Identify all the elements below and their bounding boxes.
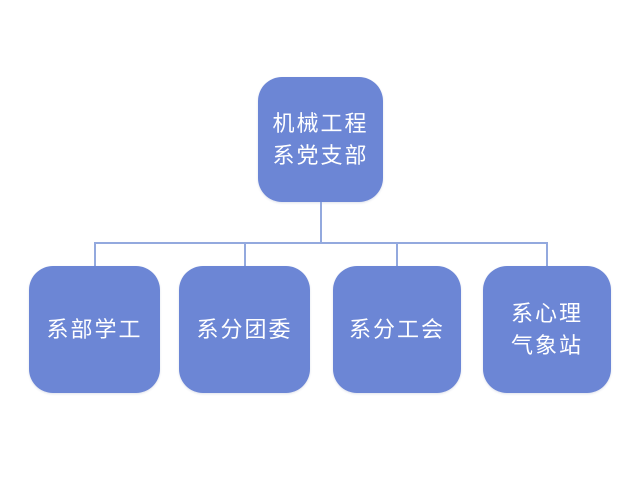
org-box-youth-league: 系分团委 — [179, 266, 310, 393]
connector-drop-child-3 — [546, 242, 548, 267]
connector-drop-child-0 — [94, 242, 96, 267]
connector-drop-child-1 — [244, 242, 246, 267]
org-box-labor-union-label: 系分工会 — [348, 316, 445, 342]
connector-rail — [94, 242, 548, 244]
org-box-student-affairs-label: 系部学工 — [46, 316, 143, 342]
org-box-youth-league-label: 系分团委 — [196, 316, 293, 342]
org-box-psych-weather-station: 系心理 气象站 — [483, 266, 611, 393]
org-box-student-affairs: 系部学工 — [29, 266, 160, 393]
org-box-root: 机械工程 系党支部 — [258, 77, 383, 202]
org-box-root-label: 机械工程 系党支部 — [272, 110, 369, 168]
org-box-labor-union: 系分工会 — [333, 266, 461, 393]
connector-drop-child-2 — [396, 242, 398, 267]
connector-stem — [320, 202, 322, 243]
org-box-psych-weather-station-label: 系心理 气象站 — [510, 300, 583, 358]
